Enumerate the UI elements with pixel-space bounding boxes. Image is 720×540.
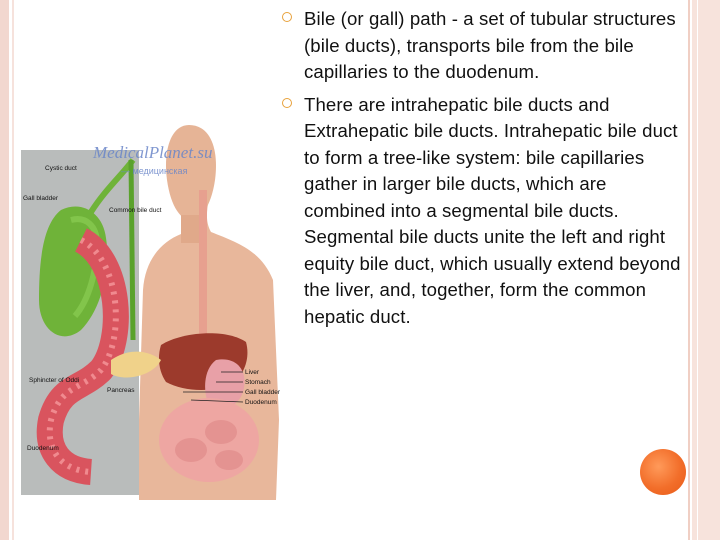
left-decorative-line xyxy=(12,0,14,540)
right-decorative-stripe xyxy=(692,0,720,540)
stomach-shape xyxy=(205,359,245,408)
label-duodenum-right: Duodenum xyxy=(245,399,277,406)
ring-bullet-icon xyxy=(282,97,292,108)
torso-silhouette xyxy=(139,130,279,500)
label-pancreas: Pancreas xyxy=(107,387,135,394)
ring-bullet-icon xyxy=(282,12,292,22)
label-sphincter: Sphincter of Oddi xyxy=(29,377,79,384)
biliary-anatomy-illustration: Cystic duct Gall bladder Common bile duc… xyxy=(21,120,281,500)
intestines-shape xyxy=(159,398,259,482)
watermark-subtext: — медицинская xyxy=(121,166,188,176)
bullet-text: Bile (or gall) path - a set of tubular s… xyxy=(304,8,676,82)
label-common-bile-duct: Common bile duct xyxy=(109,207,162,214)
bullet-item: There are intrahepatic bile ducts and Ex… xyxy=(280,92,685,331)
label-gall-bladder-right: Gall bladder xyxy=(245,389,281,396)
label-stomach: Stomach xyxy=(245,379,271,386)
label-duodenum-left: Duodenum xyxy=(27,445,59,452)
bullet-list: Bile (or gall) path - a set of tubular s… xyxy=(280,6,685,336)
label-gall-bladder-left: Gall bladder xyxy=(23,195,59,202)
pancreas-shape xyxy=(111,351,161,378)
common-bile-duct-shape xyxy=(128,159,136,341)
right-decorative-line-inner xyxy=(697,0,698,540)
bullet-item: Bile (or gall) path - a set of tubular s… xyxy=(280,6,685,86)
label-liver: Liver xyxy=(245,369,260,376)
label-cystic-duct: Cystic duct xyxy=(45,165,77,172)
left-decorative-stripe xyxy=(0,0,9,540)
watermark-text: MedicalPlanet.su xyxy=(92,143,212,162)
right-decorative-line xyxy=(688,0,690,540)
orange-circle-decoration xyxy=(640,449,686,495)
esophagus xyxy=(199,190,207,350)
bullet-text: There are intrahepatic bile ducts and Ex… xyxy=(304,93,681,327)
